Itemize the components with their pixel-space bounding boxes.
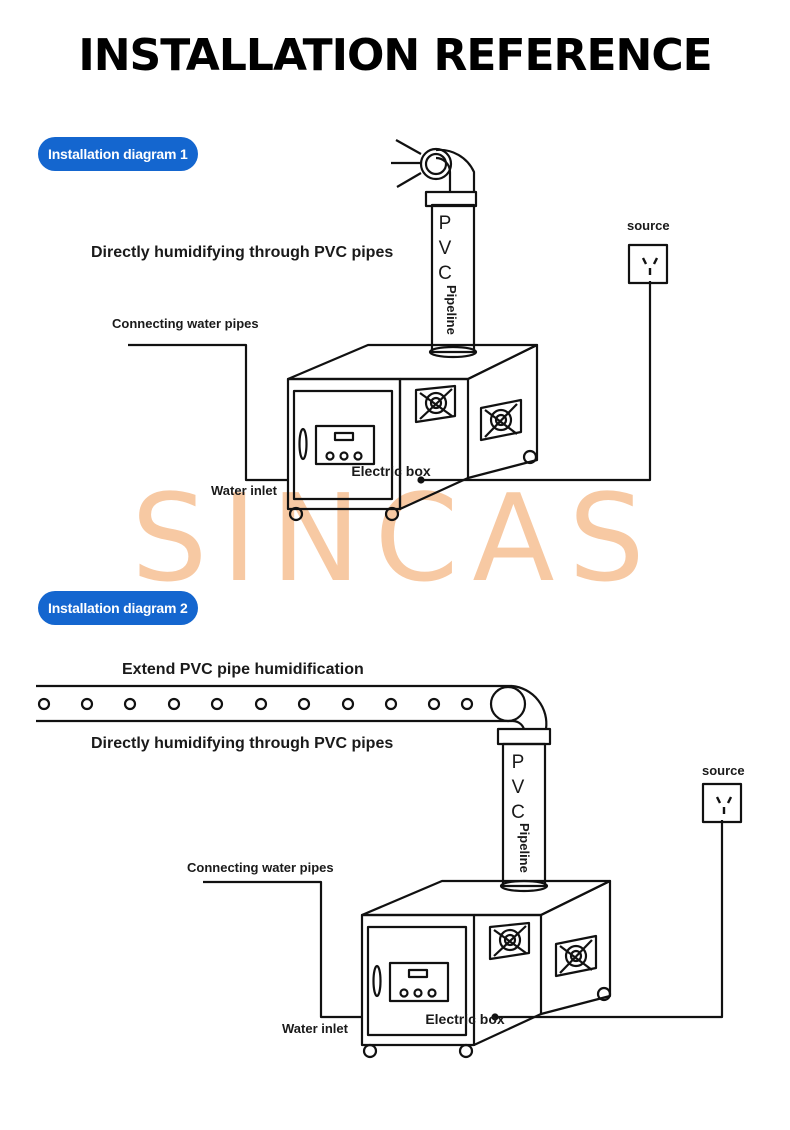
- control-display-1: [314, 424, 376, 466]
- water-pipe-line-2: [203, 880, 362, 1019]
- electric-box-label-2: Electric box: [425, 1011, 505, 1027]
- pvc-letter-c-2: C: [511, 802, 525, 823]
- pipeline-label-1: Pipeline: [444, 285, 459, 335]
- pvc-letter-v-2: V: [512, 777, 525, 798]
- page-title: INSTALLATION REFERENCE: [78, 30, 712, 81]
- pvc-letter-c-1: C: [438, 263, 452, 284]
- pipeline-label-2: Pipeline: [517, 823, 532, 873]
- unit-top-1: [286, 343, 539, 381]
- fan-grille-2a: [488, 921, 531, 961]
- extend-pipe-2: [36, 684, 512, 723]
- control-display-2: [388, 961, 450, 1003]
- pipe-elbow-1: [419, 147, 453, 181]
- pvc-letter-v-1: V: [439, 238, 452, 259]
- humidifier-unit-1: [128, 139, 669, 522]
- pvc-pipe-2: [501, 742, 547, 888]
- badge-diagram-1: Installation diagram 1: [38, 137, 198, 171]
- electric-box-panel-2: [366, 925, 468, 1037]
- extend-label-2: Extend PVC pipe humidification: [122, 661, 364, 678]
- power-socket-2: [701, 782, 743, 824]
- pipe-elbow-2: [489, 685, 527, 723]
- caption-diagram-1: Directly humidifying through PVC pipes: [91, 244, 394, 261]
- fan-grille-2b: [554, 934, 598, 978]
- fan-grille-1b: [479, 398, 523, 442]
- pipe-holes-2: [37, 697, 474, 711]
- water-inlet-label-1: Water inlet: [211, 483, 277, 498]
- water-pipe-line-1: [128, 343, 288, 482]
- unit-top-2: [360, 879, 612, 917]
- unit-front-2: [360, 913, 476, 1047]
- badge-diagram-2: Installation diagram 2: [38, 591, 198, 625]
- pvc-letter-p-2: P: [512, 752, 525, 773]
- power-socket-1: [627, 243, 669, 285]
- water-pipes-label-1: Connecting water pipes: [112, 316, 259, 331]
- caption-diagram-2: Directly humidifying through PVC pipes: [91, 735, 394, 752]
- pvc-letter-p-1: P: [439, 213, 452, 234]
- fan-grille-1a: [414, 384, 457, 424]
- humidifier-unit-2: [36, 684, 743, 1059]
- electric-box-panel-1: [292, 389, 394, 501]
- water-pipes-label-2: Connecting water pipes: [187, 860, 334, 875]
- power-cable-1: [421, 281, 652, 482]
- source-label-2: source: [702, 763, 745, 778]
- wheel-2a: [362, 1043, 378, 1059]
- power-cable-2: [495, 820, 724, 1019]
- wheel-1a: [288, 506, 304, 522]
- source-label-1: source: [627, 218, 670, 233]
- unit-front-1: [286, 377, 402, 511]
- electric-box-label-1: Electric box: [351, 463, 431, 479]
- water-inlet-label-2: Water inlet: [282, 1021, 348, 1036]
